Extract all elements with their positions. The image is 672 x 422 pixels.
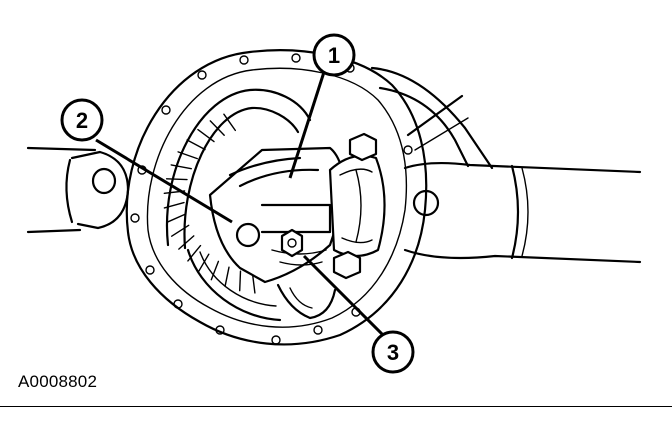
housing-flange: [125, 49, 428, 346]
gear-tooth: [163, 201, 185, 209]
gear-tooth: [178, 235, 195, 250]
callout-3-number: 3: [387, 340, 399, 365]
gear-tooth: [170, 224, 190, 237]
housing-rib: [370, 66, 494, 170]
bottom-divider: [0, 406, 672, 407]
callout-2-number: 2: [76, 108, 88, 133]
figure-id-label: A0008802: [18, 372, 98, 391]
callout-2: 2: [60, 98, 104, 142]
gear-tooth: [224, 266, 230, 287]
gear-tooth: [223, 113, 237, 132]
gear-tooth: [186, 139, 206, 151]
callout-1: 1: [312, 33, 356, 77]
gear-tooth: [238, 270, 242, 292]
pinion-area: [276, 283, 337, 320]
callout-leaders: [95, 71, 386, 338]
left-axle-tube: [26, 146, 130, 234]
differential-case: [208, 146, 347, 284]
leader-2: [95, 138, 233, 224]
gear-tooth: [210, 260, 220, 281]
bearing-cap: [328, 132, 386, 280]
gear-tooth: [170, 164, 193, 170]
gear-tooth: [165, 178, 188, 181]
gear-tooth: [198, 253, 210, 272]
gear-tooth: [166, 213, 187, 224]
gear-tooth: [197, 128, 215, 143]
gear-tooth: [177, 151, 199, 160]
lock-bolt: [280, 228, 304, 258]
gear-tooth: [209, 120, 225, 136]
gear-tooth: [251, 272, 256, 294]
callout-1-number: 1: [328, 43, 340, 68]
leader-3: [302, 254, 386, 338]
callout-3: 3: [371, 330, 415, 374]
leader-1: [288, 71, 326, 179]
right-axle-tube: [403, 162, 642, 264]
ring-gear: [163, 88, 312, 322]
